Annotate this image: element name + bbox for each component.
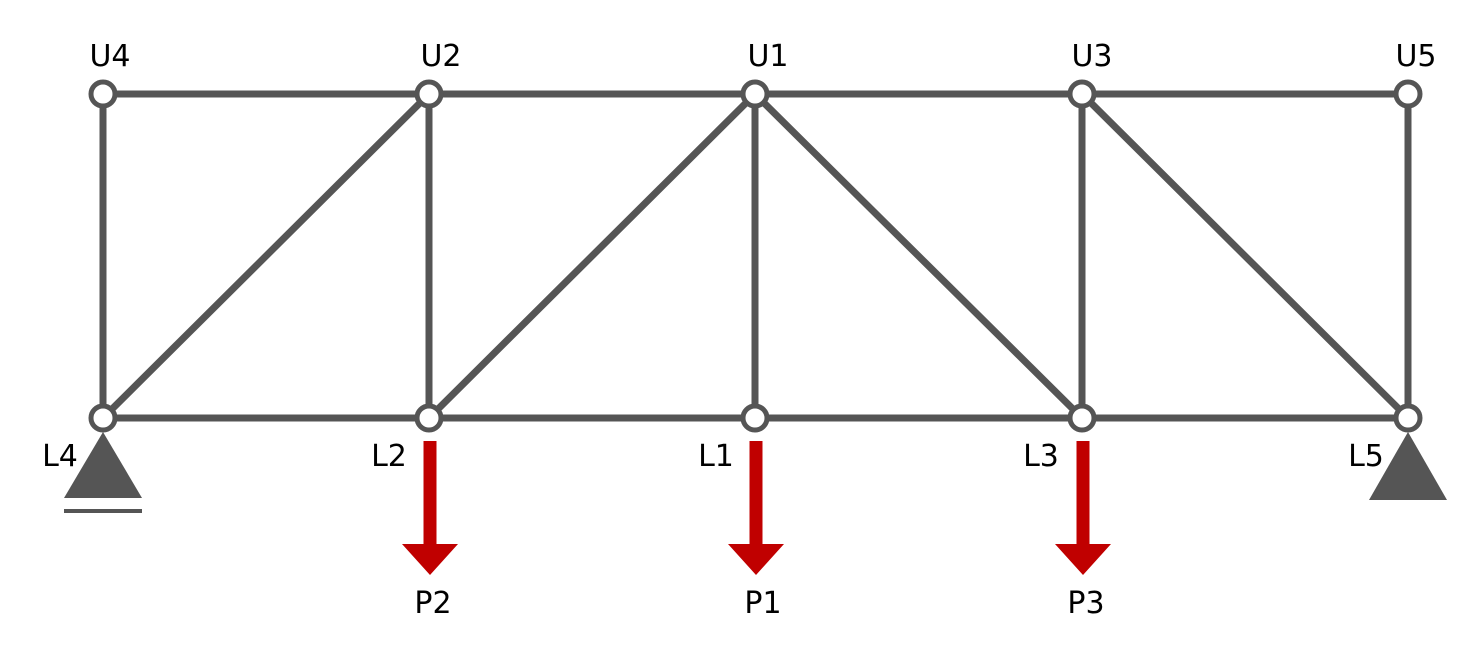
roller-support-icon <box>64 432 142 498</box>
node-label-U3: U3 <box>1071 39 1112 74</box>
node-U3 <box>1067 79 1097 109</box>
node-label-L4: L4 <box>42 439 78 474</box>
node-L3 <box>1067 403 1097 433</box>
node-label-U4: U4 <box>89 39 130 74</box>
member-U1-L3 <box>751 90 1086 422</box>
load-arrow-P2 <box>402 441 458 575</box>
node-L5 <box>1393 403 1423 433</box>
node-label-L2: L2 <box>371 439 407 474</box>
member-L2-U1 <box>425 90 759 422</box>
load-label-P3: P3 <box>1067 586 1104 621</box>
node-label-U1: U1 <box>747 39 788 74</box>
node-L4 <box>88 403 118 433</box>
node-L2 <box>414 403 444 433</box>
load-arrow-P3 <box>1055 441 1111 575</box>
load-label-P2: P2 <box>414 586 451 621</box>
node-label-L3: L3 <box>1023 439 1059 474</box>
load-arrow-P1 <box>728 441 784 575</box>
node-L1 <box>740 403 770 433</box>
member-L4-U2 <box>99 90 433 422</box>
node-U1 <box>740 79 770 109</box>
node-label-U5: U5 <box>1395 39 1436 74</box>
node-label-L5: L5 <box>1348 439 1384 474</box>
member-U3-L5 <box>1078 90 1412 422</box>
node-U2 <box>414 79 444 109</box>
pin-support-icon <box>1369 432 1447 500</box>
node-U5 <box>1393 79 1423 109</box>
node-U4 <box>88 79 118 109</box>
node-label-U2: U2 <box>420 39 461 74</box>
node-label-L1: L1 <box>698 439 734 474</box>
load-label-P1: P1 <box>744 586 781 621</box>
